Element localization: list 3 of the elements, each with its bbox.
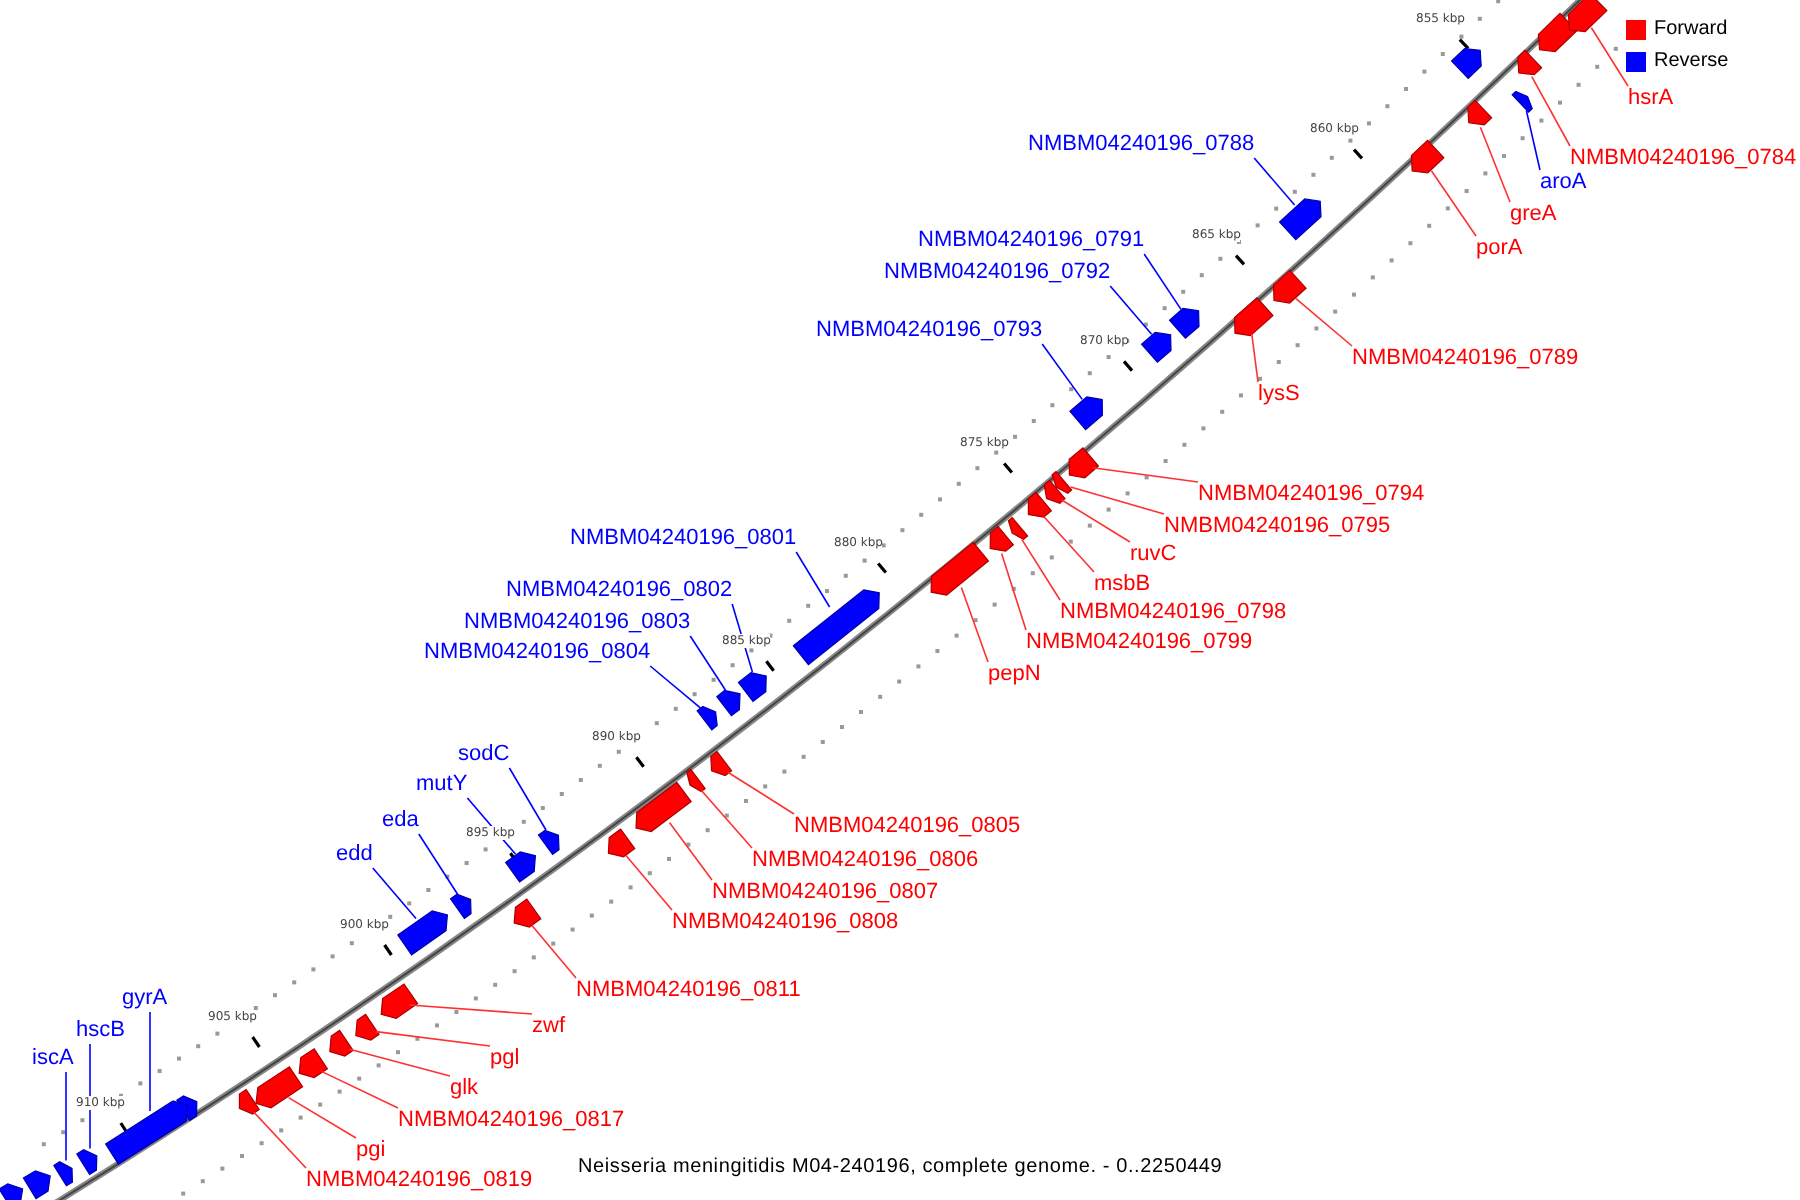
legend-label: Reverse [1654, 50, 1729, 74]
legend-label: Forward [1654, 18, 1728, 42]
caption: Neisseria meningitidis M04-240196, complete genome. - 0..2250449 [578, 1156, 1223, 1180]
